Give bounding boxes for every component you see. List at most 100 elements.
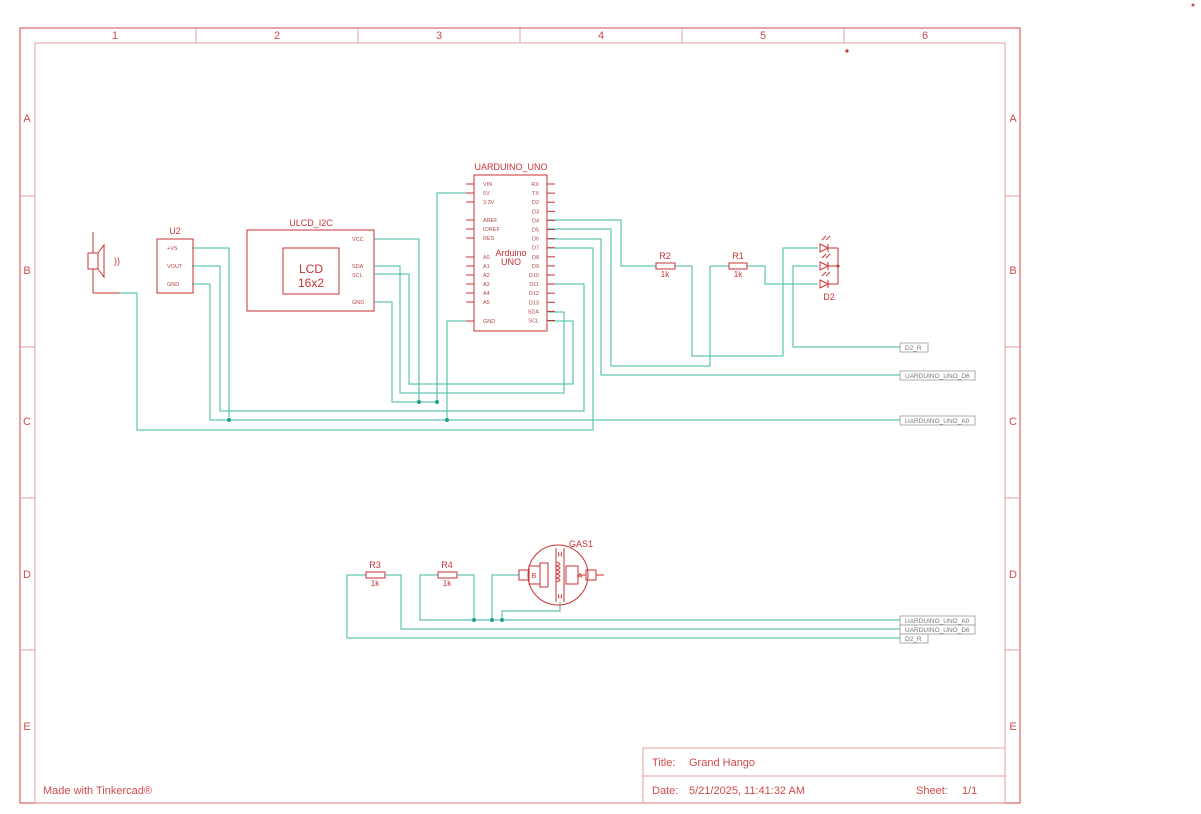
arduino-pin-label: RX bbox=[531, 182, 539, 188]
r1-label: R1 bbox=[732, 251, 744, 261]
net-label: D2_R bbox=[899, 633, 929, 644]
arduino-pin-label: A3 bbox=[483, 282, 490, 288]
net-label-text: UARDUINO_UNO_D6 bbox=[905, 373, 970, 380]
row-label: A bbox=[23, 113, 31, 125]
arduino-pin-label: A4 bbox=[483, 291, 490, 297]
row-label: B bbox=[23, 265, 30, 277]
outer-frame bbox=[19, 27, 1021, 804]
arduino-pin-label: D7 bbox=[532, 246, 539, 252]
arduino-pin-label: D12 bbox=[529, 291, 539, 297]
column-dividers bbox=[195, 28, 845, 43]
arduino-pin-label: A5 bbox=[483, 300, 490, 306]
arduino-pin-label: SDA bbox=[528, 309, 540, 315]
junctions-upper bbox=[227, 400, 449, 422]
wires-upper bbox=[120, 192, 900, 431]
gas-pin-b: B bbox=[532, 573, 537, 580]
r1-value: 1k bbox=[734, 270, 743, 279]
led-diode bbox=[819, 235, 840, 289]
title-block: Title: Grand Hango Date: 5/21/2025, 11:4… bbox=[642, 747, 1005, 803]
title-value: Grand Hango bbox=[689, 757, 755, 769]
column-label: 5 bbox=[760, 30, 766, 42]
speaker: )) bbox=[87, 232, 120, 294]
r4-value: 1k bbox=[443, 579, 452, 588]
row-label: E bbox=[23, 721, 30, 733]
u2-pin: VOUT bbox=[167, 264, 183, 270]
net-label: UARDUINO_UNO_A0 bbox=[899, 415, 976, 426]
u2-sensor: U2 +VS VOUT GND bbox=[156, 226, 194, 294]
arduino-pin-label: D2 bbox=[532, 200, 539, 206]
row-label: C bbox=[23, 416, 31, 428]
lcd-label: ULCD_I2C bbox=[289, 218, 333, 228]
arduino-pin-label: IOREF bbox=[483, 227, 500, 233]
title-label: Title: bbox=[652, 757, 675, 769]
inner-frame bbox=[34, 42, 1006, 804]
lcd-module: ULCD_I2C LCD 16x2 VCC SDA SCL GND bbox=[246, 218, 375, 312]
row-label: E bbox=[1009, 721, 1016, 733]
net-labels-lower: UARDUINO_UNO_A0 UARDUINO_UNO_D6 D2_R bbox=[899, 615, 976, 644]
gas-pin-h: H bbox=[557, 594, 562, 601]
row-label: A bbox=[1009, 113, 1017, 125]
arduino-pin-label: D4 bbox=[532, 218, 539, 224]
lcd-pin: VCC bbox=[352, 237, 364, 243]
net-label: UARDUINO_UNO_D6 bbox=[899, 624, 976, 635]
marker-dot bbox=[845, 49, 849, 53]
gas-sensor: GAS1 B A H H bbox=[518, 539, 604, 606]
arduino-body-line2: UNO bbox=[501, 257, 521, 267]
gas-pin-a: A bbox=[578, 573, 583, 580]
lcd-pin: SDA bbox=[352, 264, 364, 270]
column-label: 3 bbox=[436, 30, 442, 42]
arduino-pin-label: VIN bbox=[483, 182, 492, 188]
lcd-body-line2: 16x2 bbox=[298, 276, 324, 290]
date-value: 5/21/2025, 11:41:32 AM bbox=[689, 785, 805, 797]
arduino-pin-label: 5V bbox=[483, 191, 490, 197]
net-labels-upper: D2_R UARDUINO_UNO_D6 UARDUINO_UNO_A0 bbox=[899, 342, 976, 426]
arduino-pin-label: D13 bbox=[529, 300, 539, 306]
u2-label: U2 bbox=[169, 226, 181, 236]
net-label-text: D2_R bbox=[905, 345, 922, 352]
arduino-pin-label: SCL bbox=[528, 319, 539, 325]
arduino-pin-label: D10 bbox=[529, 273, 539, 279]
row-label: B bbox=[1009, 265, 1016, 277]
lcd-pin: SCL bbox=[352, 273, 363, 279]
corner-dot bbox=[1191, 3, 1195, 7]
column-label: 2 bbox=[274, 30, 280, 42]
row-label: D bbox=[1009, 569, 1017, 581]
column-label: 4 bbox=[598, 30, 604, 42]
arduino-pin-label: A2 bbox=[483, 273, 490, 279]
u2-pin: GND bbox=[167, 282, 179, 288]
arduino-pin-label: D6 bbox=[532, 237, 539, 243]
r2-value: 1k bbox=[661, 270, 670, 279]
net-label: UARDUINO_UNO_D6 bbox=[899, 370, 976, 381]
arduino-pin-label: A0 bbox=[483, 255, 490, 261]
d2-label: D2 bbox=[823, 292, 835, 302]
r4-label: R4 bbox=[441, 560, 453, 570]
r3-value: 1k bbox=[371, 579, 380, 588]
net-label: UARDUINO_UNO_A0 bbox=[899, 615, 976, 626]
sheet-value: 1/1 bbox=[962, 785, 977, 797]
r2-label: R2 bbox=[659, 251, 671, 261]
arduino-uno: UARDUINO_UNO Arduino UNO VIN 5V 3.3V AREF IO… bbox=[466, 162, 555, 332]
made-with-tinkercad: Made with Tinkercad® bbox=[43, 785, 152, 797]
arduino-pin-label: RES bbox=[483, 236, 495, 242]
arduino-pin-label: AREF bbox=[483, 218, 498, 224]
resistor-r2: R2 1k bbox=[655, 251, 676, 279]
sheet-label: Sheet: bbox=[916, 785, 948, 797]
column-label: 1 bbox=[112, 30, 118, 42]
arduino-pin-label: 3.3V bbox=[483, 200, 495, 206]
arduino-pin-label: TX bbox=[532, 191, 539, 197]
arduino-label: UARDUINO_UNO bbox=[474, 162, 547, 172]
arduino-body-line1: Arduino bbox=[495, 248, 526, 258]
lcd-body-line1: LCD bbox=[299, 262, 323, 276]
u2-pin: +VS bbox=[167, 246, 178, 252]
arduino-pin-label: D11 bbox=[529, 282, 539, 288]
net-label-text: UARDUINO_UNO_A0 bbox=[905, 618, 970, 625]
net-label-text: UARDUINO_UNO_A0 bbox=[905, 418, 970, 425]
junctions-lower bbox=[472, 618, 504, 622]
wires-lower bbox=[346, 574, 900, 639]
resistor-r3: R3 1k bbox=[365, 560, 386, 588]
r3-label: R3 bbox=[369, 560, 381, 570]
gas-label: GAS1 bbox=[569, 539, 593, 549]
